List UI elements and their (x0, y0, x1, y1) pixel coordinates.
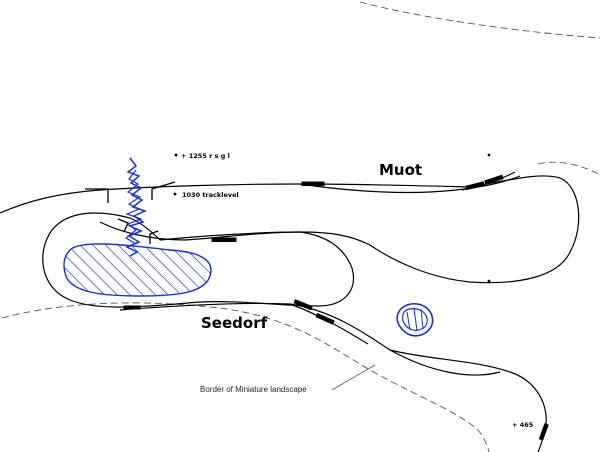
lake-shape (63, 243, 212, 297)
waterfall-scribble-2 (124, 169, 143, 245)
track-upper-return (99, 221, 371, 246)
tunnel-portal-west (85, 188, 109, 203)
height-dot-muot-right (487, 153, 491, 157)
track-muot-siding (299, 175, 521, 194)
signal-muot-west (301, 181, 325, 186)
height-dot-peak (174, 153, 178, 157)
signal-seedorf-junction-2 (315, 312, 335, 325)
landscape-border-bottom (1, 302, 490, 452)
border-label-leader (331, 364, 376, 391)
landscape-border-right (537, 161, 600, 176)
tunnel-portal-lower-west (117, 218, 129, 233)
tunnel-portal-lower-east (149, 230, 159, 244)
signal-muot-east-2 (484, 174, 504, 185)
pond-icon (396, 303, 434, 337)
track-seedorf-siding (289, 303, 369, 345)
station-label-muot: Muot (379, 161, 422, 179)
track-descent-to-465 (389, 349, 547, 452)
track-inner-spiral (42, 212, 354, 308)
elevation-label-low: + 465 (512, 421, 534, 429)
border-label: Border of Miniature landscape (200, 385, 307, 394)
waterfall-scribble (125, 157, 148, 257)
elevation-label-peak: + 1255 r s g l (181, 152, 230, 160)
tunnel-portal-east (151, 181, 176, 200)
signal-upper-return (211, 237, 237, 242)
track-seedorf-main (119, 302, 501, 376)
signal-seedorf-junction-1 (293, 299, 313, 311)
elevation-label-tracklevel: 1030 tracklevel (182, 191, 239, 199)
signal-muot-east-1 (465, 181, 485, 191)
signal-descent (538, 423, 549, 441)
landscape-border-top (359, 1, 600, 39)
station-label-seedorf: Seedorf (201, 314, 268, 332)
height-dot-right-field (487, 279, 491, 283)
signal-seedorf-west (123, 305, 141, 310)
height-dot-tracklevel (173, 192, 177, 196)
